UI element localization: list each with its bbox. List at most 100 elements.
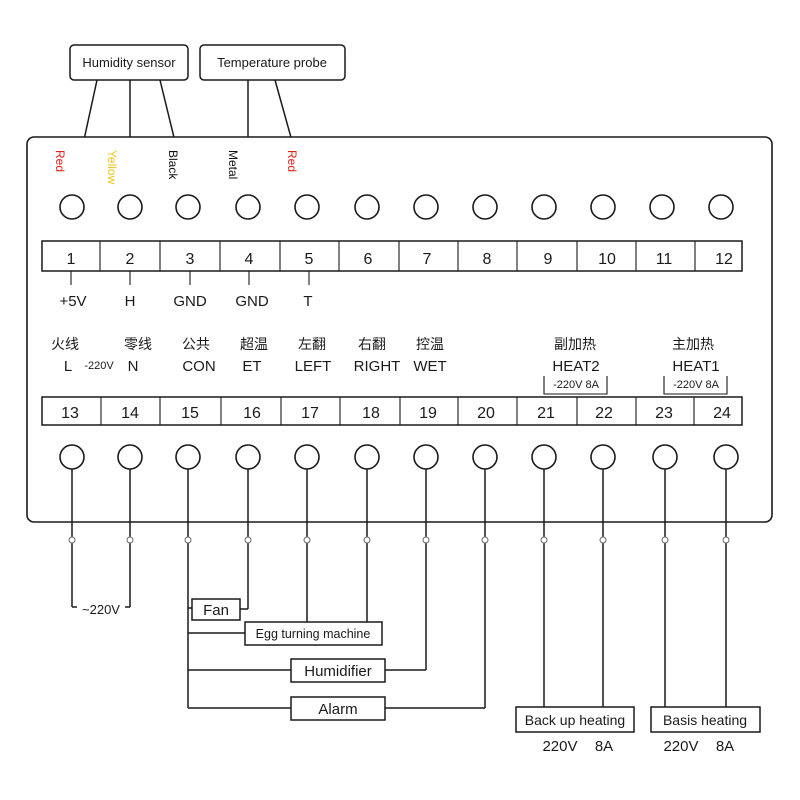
terminal-hole [531, 444, 557, 470]
alarm-box [290, 696, 386, 721]
wire-junction [303, 536, 311, 544]
output-label-en: RIGHT [354, 358, 401, 375]
output-label-cn: 主加热 [672, 337, 714, 353]
output-label-cn: 火线 [51, 337, 79, 353]
branch-wiring [72, 606, 485, 709]
terminal-number: 17 [301, 405, 319, 422]
fan-box [191, 598, 241, 621]
back-up-heating-voltage: 220V [542, 738, 577, 755]
egg-turning-box [244, 621, 383, 646]
heat1-rating-label: -220V 8A [673, 379, 720, 391]
terminal-number: 19 [419, 405, 437, 422]
terminal-number: 24 [713, 405, 731, 422]
terminal-hole [590, 194, 616, 220]
output-label-cn: 控温 [416, 337, 444, 353]
terminal-hole [294, 194, 320, 220]
back-up-heating-current: 8A [595, 738, 613, 755]
wire-junction [68, 536, 76, 544]
back-up-heating-load: Back up heating 220V 8A [515, 706, 635, 755]
bottom-strip-frame [41, 396, 743, 426]
temperature-probe-box [199, 44, 346, 81]
terminal-number: 13 [61, 405, 79, 422]
supply-label: ~220V [82, 602, 120, 617]
terminal-number: 15 [181, 405, 199, 422]
terminal-hole [175, 194, 201, 220]
alarm-load: Alarm [290, 696, 386, 721]
wire-junction [481, 536, 489, 544]
output-label-en: LEFT [295, 358, 332, 375]
terminal-number: 16 [243, 405, 261, 422]
signal-label: GND [235, 293, 269, 310]
terminal-number: 10 [598, 251, 616, 268]
output-label-cn: 公共 [182, 337, 210, 353]
terminal-hole [531, 194, 557, 220]
wire-junction [363, 536, 371, 544]
terminal-hole [235, 444, 261, 470]
signal-label: T [303, 293, 312, 310]
terminal-hole [472, 444, 498, 470]
fan-load: Fan [191, 598, 241, 621]
output-label-cn: 超温 [240, 337, 268, 353]
wire-junction [184, 536, 192, 544]
terminal-number: 14 [121, 405, 139, 422]
output-wires [68, 469, 730, 708]
wire-junction [422, 536, 430, 544]
terminal-number: 8 [483, 251, 492, 268]
terminal-number: 18 [362, 405, 380, 422]
back-up-heating-label: Back up heating [525, 712, 625, 728]
bottom-terminal-holes [59, 444, 739, 470]
temperature-probe-label: Temperature probe [217, 55, 327, 70]
terminal-hole [175, 444, 201, 470]
terminal-hole [413, 444, 439, 470]
terminal-hole [235, 194, 261, 220]
output-label-en: WET [413, 358, 446, 375]
humidifier-load: Humidifier [290, 658, 386, 683]
wire-junction [722, 536, 730, 544]
terminal-hole [708, 194, 734, 220]
terminal-hole [59, 444, 85, 470]
alarm-label: Alarm [318, 701, 357, 718]
signal-label: +5V [59, 293, 86, 310]
basis-heating-voltage: 220V [663, 738, 698, 755]
wire-junction [540, 536, 548, 544]
heat2-rating-bracket [543, 376, 608, 395]
output-label-en: CON [182, 358, 215, 375]
wire-color-label: Red [53, 150, 67, 172]
humidity-sensor: Humidity sensor [69, 44, 189, 81]
terminal-number: 1 [67, 251, 76, 268]
terminal-hole [649, 194, 675, 220]
terminal-number: 20 [477, 405, 495, 422]
humidity-sensor-label: Humidity sensor [82, 55, 176, 70]
wire-junction [244, 536, 252, 544]
top-terminal-holes [59, 194, 734, 220]
humidifier-label: Humidifier [304, 663, 372, 680]
terminal-number: 2 [126, 251, 135, 268]
live-voltage-note: -220V [84, 360, 114, 372]
terminal-number: 7 [423, 251, 432, 268]
terminal-number: 6 [364, 251, 373, 268]
basis-heating-label: Basis heating [663, 712, 747, 728]
terminal-hole [413, 194, 439, 220]
terminal-hole [117, 194, 143, 220]
heat2-rating: -220V 8A [543, 376, 608, 395]
egg-turning-label: Egg turning machine [256, 627, 371, 641]
output-label-en: HEAT1 [672, 358, 719, 375]
output-label-cn: 副加热 [554, 337, 596, 353]
wire-color-label: Black [166, 150, 180, 180]
output-label-en: ET [242, 358, 261, 375]
wire-junction [599, 536, 607, 544]
terminal-number: 9 [544, 251, 553, 268]
output-label-en: HEAT2 [552, 358, 599, 375]
terminal-number: 11 [656, 251, 673, 268]
terminal-hole [590, 444, 616, 470]
basis-heating-box [650, 706, 761, 733]
terminal-number: 23 [655, 405, 673, 422]
humidity-sensor-box [69, 44, 189, 81]
basis-heating-load: Basis heating 220V 8A [650, 706, 761, 755]
wire-junction [661, 536, 669, 544]
terminal-number: 3 [186, 251, 195, 268]
terminal-number: 5 [305, 251, 314, 268]
